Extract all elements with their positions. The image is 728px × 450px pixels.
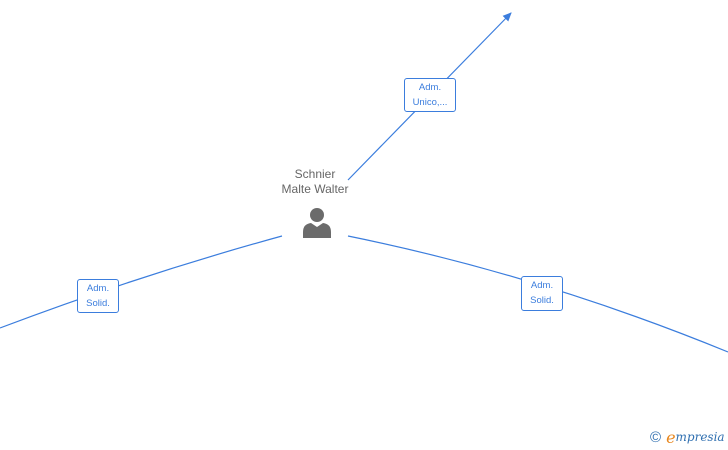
copyright-icon: © xyxy=(650,428,662,446)
relation-label-line1: Adm. xyxy=(418,82,442,93)
edge-left xyxy=(0,235,283,329)
relation-label-left[interactable]: Adm. Solid. xyxy=(77,279,119,313)
person-name-line2: Malte Walter xyxy=(281,182,349,196)
brand-watermark: © e mpresia xyxy=(650,427,725,447)
brand-logo-text: mpresia xyxy=(675,430,725,444)
relation-label-line2: Solid. xyxy=(86,298,110,309)
person-name-label[interactable]: Schnier Malte Walter xyxy=(255,167,375,197)
relation-label-line2: Unico,... xyxy=(412,97,448,108)
brand-logo-initial: e xyxy=(666,427,676,447)
relation-label-right[interactable]: Adm. Solid. xyxy=(521,276,563,311)
person-icon[interactable] xyxy=(302,207,332,239)
relation-label-line1: Adm. xyxy=(530,280,554,291)
relation-label-line2: Solid. xyxy=(530,295,554,306)
relation-label-line1: Adm. xyxy=(86,283,110,294)
relation-label-top[interactable]: Adm. Unico,... xyxy=(404,78,456,112)
person-name-line1: Schnier xyxy=(294,167,336,181)
